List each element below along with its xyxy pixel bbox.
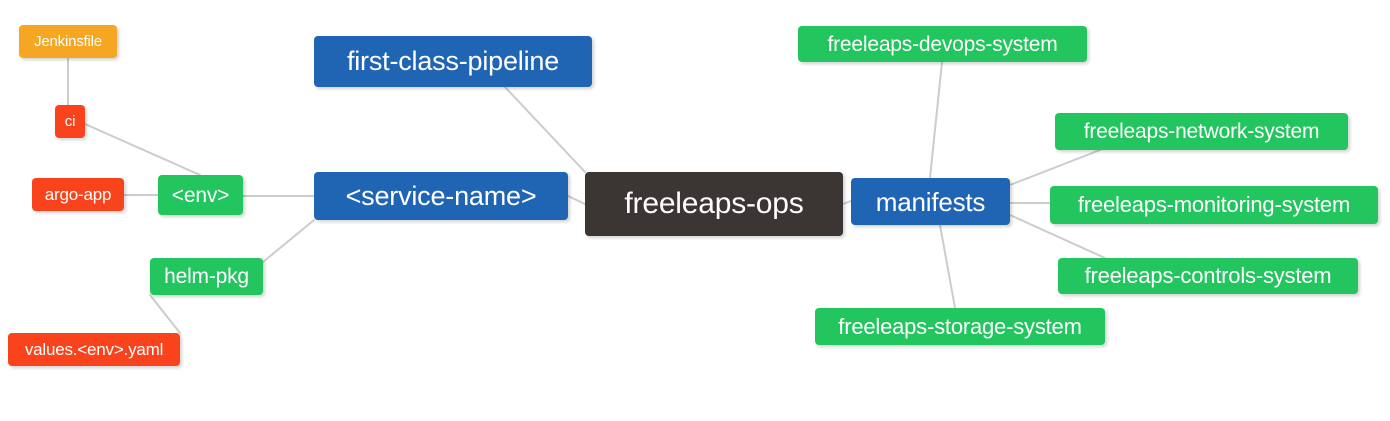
node-helm-pkg[interactable]: helm-pkg [150, 258, 263, 295]
edge-manifests-to-freeleaps-network-system [1009, 149, 1101, 186]
node-label: helm-pkg [164, 265, 249, 288]
node-label: ci [64, 113, 76, 130]
node-label: freeleaps-network-system [1083, 120, 1320, 143]
node-label: freeleaps-devops-system [827, 32, 1058, 56]
node-service-name[interactable]: <service-name> [314, 172, 568, 220]
node-freeleaps-devops-system[interactable]: freeleaps-devops-system [798, 26, 1087, 62]
edge-freeleaps-ops-to-first-class-pipeline [504, 86, 586, 173]
node-label: Jenkinsfile [34, 33, 102, 50]
node-freeleaps-ops[interactable]: freeleaps-ops [585, 172, 843, 236]
node-ci[interactable]: ci [55, 105, 85, 138]
node-label: manifests [875, 186, 986, 217]
edge-freeleaps-ops-to-manifests [842, 200, 852, 205]
node-env[interactable]: <env> [158, 175, 243, 215]
node-label: <service-name> [345, 180, 537, 211]
node-freeleaps-network-system[interactable]: freeleaps-network-system [1055, 113, 1348, 150]
node-jenkinsfile[interactable]: Jenkinsfile [19, 25, 117, 58]
node-freeleaps-storage-system[interactable]: freeleaps-storage-system [815, 308, 1105, 345]
edge-manifests-to-freeleaps-devops-system [929, 61, 943, 179]
node-label: freeleaps-monitoring-system [1077, 192, 1351, 217]
node-first-class-pipeline[interactable]: first-class-pipeline [314, 36, 592, 87]
node-label: freeleaps-storage-system [838, 313, 1082, 339]
edge-env-to-ci [84, 123, 201, 176]
node-freeleaps-controls-system[interactable]: freeleaps-controls-system [1058, 258, 1358, 294]
node-label: values.<env>.yaml [24, 340, 164, 359]
edge-service-name-to-helm-pkg [262, 219, 315, 263]
node-argo-app[interactable]: argo-app [32, 178, 124, 211]
node-freeleaps-monitoring-system[interactable]: freeleaps-monitoring-system [1050, 186, 1378, 224]
node-label: argo-app [44, 185, 112, 204]
edge-manifests-to-freeleaps-storage-system [939, 224, 956, 309]
edge-freeleaps-ops-to-service-name [567, 195, 586, 205]
node-values-yaml[interactable]: values.<env>.yaml [8, 333, 180, 366]
node-label: freeleaps-controls-system [1084, 263, 1332, 288]
node-label: <env> [171, 183, 230, 207]
node-label: first-class-pipeline [346, 46, 560, 76]
node-label: freeleaps-ops [624, 187, 804, 220]
node-manifests[interactable]: manifests [851, 178, 1010, 225]
edge-helm-pkg-to-values-yaml [149, 294, 181, 334]
